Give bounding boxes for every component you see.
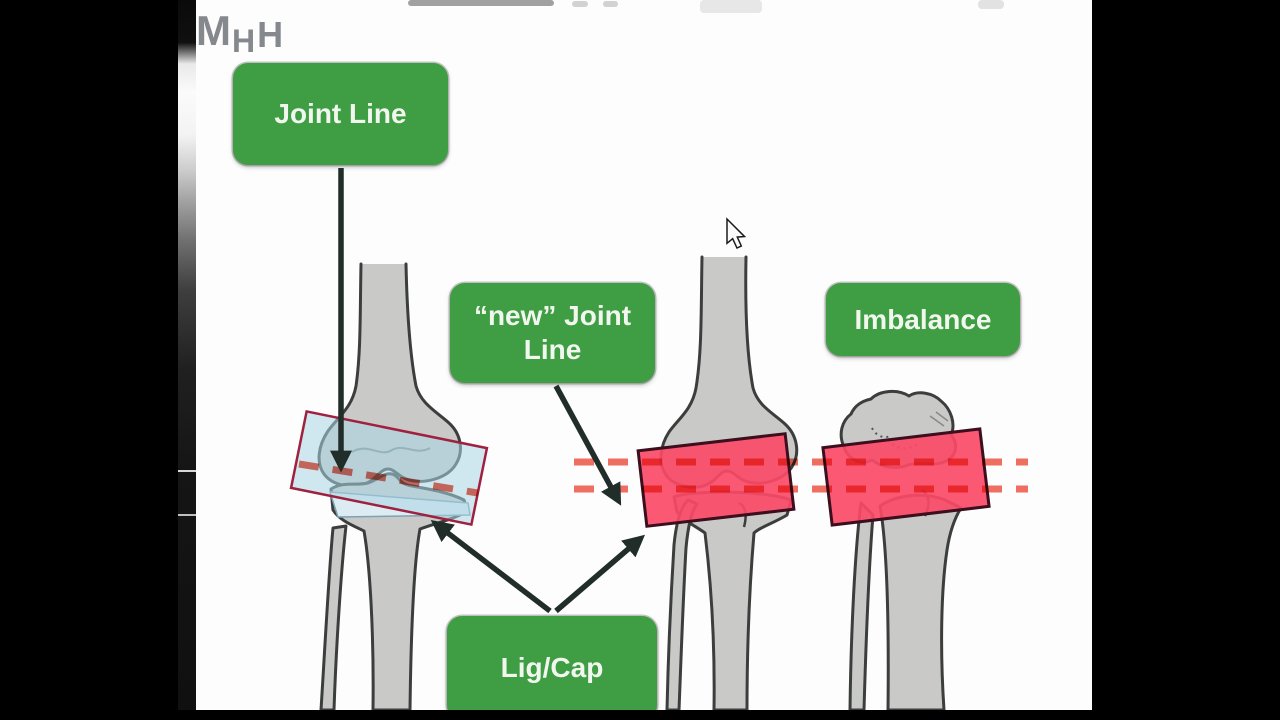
label-lig-cap: Lig/Cap [447,616,657,720]
label-imbalance: Imbalance [826,283,1020,356]
left-edge-image-sliver [178,0,196,710]
logo-letter: M [196,7,232,54]
top-ghost-smudge [408,0,554,6]
bottom-letterbox-bar [0,710,1280,720]
label-joint-line: Joint Line [233,63,448,165]
top-ghost-smudge [978,0,1004,9]
top-ghost-smudge [572,1,588,7]
sliver-highlight-line [178,514,196,516]
sliver-highlight-line [178,470,196,472]
logo-letter: H [257,14,285,55]
label-new-joint-line: “new” Joint Line [450,283,655,383]
top-ghost-smudge [700,0,762,13]
top-ghost-smudge [603,1,618,7]
mhh-logo: MHH [196,7,285,58]
logo-letter: H [232,23,257,59]
